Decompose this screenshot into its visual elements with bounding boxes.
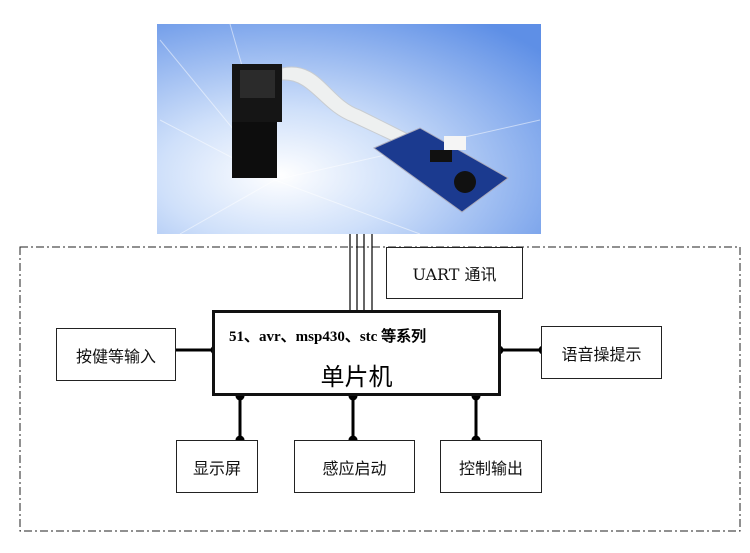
keys-input-label: 按健等输入 bbox=[75, 346, 156, 366]
voice-prompt-box: 语音操提示 bbox=[541, 326, 662, 379]
display-box: 显示屏 bbox=[176, 440, 258, 493]
display-label: 显示屏 bbox=[192, 458, 241, 478]
mcu-series: 51、avr、msp430、stc 等系列 bbox=[229, 329, 427, 345]
control-output-box: 控制输出 bbox=[440, 440, 542, 493]
voice-prompt-label: 语音操提示 bbox=[561, 344, 642, 364]
dashed-boundary bbox=[19, 246, 741, 532]
module-photo bbox=[157, 23, 541, 235]
sensing-box: 感应启动 bbox=[294, 440, 415, 493]
mcu-box: 51、avr、msp430、stc 等系列 单片机 bbox=[212, 310, 501, 396]
uart-label: UART 通讯 bbox=[412, 265, 497, 284]
uart-box: UART 通讯 bbox=[386, 247, 523, 299]
sensing-label: 感应启动 bbox=[322, 458, 387, 478]
keys-input-box: 按健等输入 bbox=[56, 328, 176, 381]
uart-wires bbox=[349, 234, 373, 311]
mcu-title: 单片机 bbox=[320, 363, 393, 391]
control-output-label: 控制输出 bbox=[458, 458, 523, 478]
